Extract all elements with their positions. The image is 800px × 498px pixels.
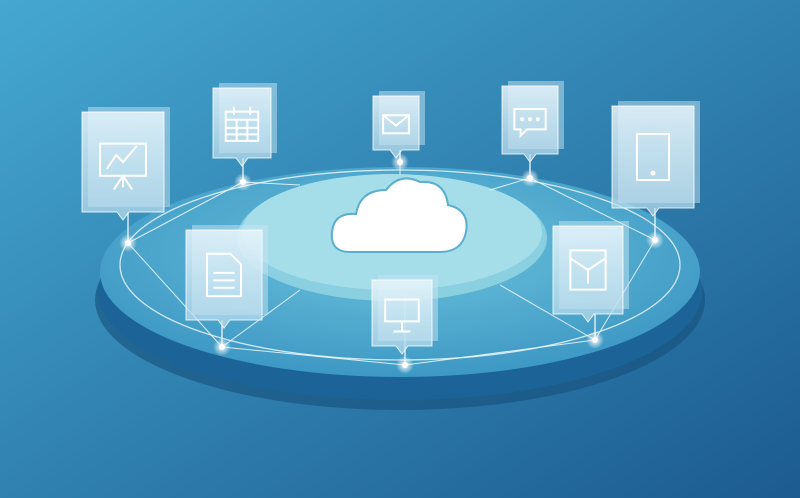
node-dot: [592, 337, 598, 343]
panel-calendar: [212, 83, 277, 191]
presentation-chart-icon: [99, 142, 147, 191]
node-dot: [397, 159, 403, 165]
document-icon: [205, 252, 243, 298]
panel-face: [185, 229, 263, 329]
home-button: [650, 170, 656, 176]
panel-envelope: [372, 91, 425, 171]
panel-face: [371, 279, 433, 355]
chat-bubble-icon: [513, 108, 547, 139]
panel-monitor: [371, 275, 438, 374]
cloud-icon: [330, 177, 468, 253]
envelope-icon: [382, 114, 410, 135]
panel-face: [372, 95, 420, 159]
calendar-icon: [224, 106, 260, 142]
panel-face: [501, 85, 559, 163]
folder-envelope-icon: [569, 249, 607, 291]
panel-face: [611, 105, 695, 217]
panel-folder-envelope: [552, 221, 629, 349]
node-dot: [527, 175, 533, 181]
monitor-icon: [384, 298, 420, 333]
node-dot: [402, 362, 408, 368]
panel-tablet: [611, 101, 700, 249]
node-dot: [219, 344, 225, 350]
node-dot: [125, 240, 131, 246]
dot: [528, 117, 532, 122]
panel-presentation-chart: [81, 107, 170, 252]
dot: [520, 117, 525, 122]
panel-chat-bubble: [501, 81, 564, 187]
panel-document: [185, 225, 268, 356]
dot: [535, 117, 540, 122]
node-dot: [240, 179, 246, 185]
connection-lines: [127, 162, 656, 366]
node-dot: [652, 237, 658, 243]
panel-face: [81, 111, 165, 221]
tablet-icon: [635, 133, 671, 181]
